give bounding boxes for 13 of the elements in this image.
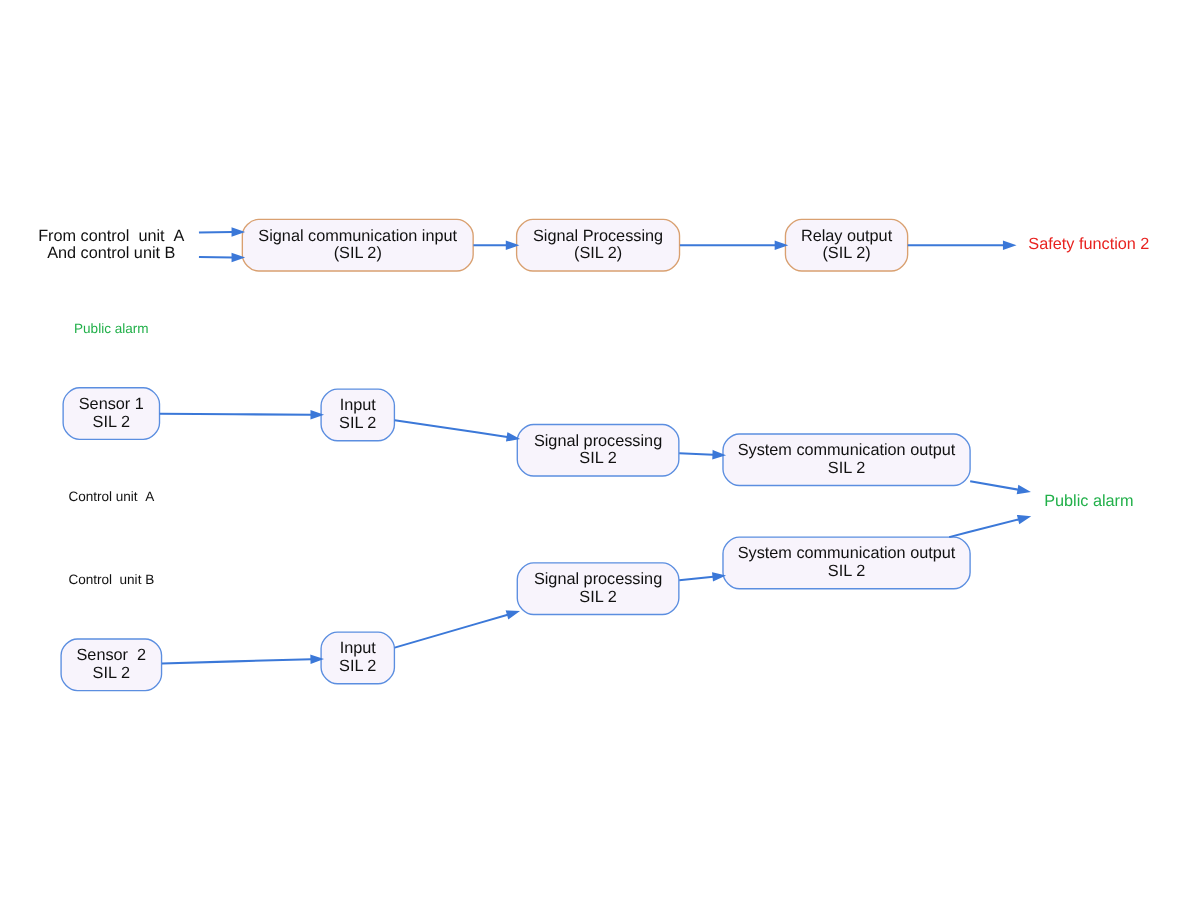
- arrow: [161, 654, 325, 665]
- arrow: [198, 252, 246, 263]
- arrow: [473, 240, 520, 250]
- arrow: [679, 240, 789, 250]
- arrow: [679, 449, 727, 460]
- arrow: [198, 227, 246, 237]
- arrow: [394, 610, 521, 649]
- arrow: [394, 419, 521, 442]
- arrow: [948, 514, 1032, 539]
- arrow: [679, 572, 727, 582]
- arrow: [970, 480, 1031, 495]
- arrow: [907, 240, 1017, 250]
- arrow: [159, 409, 325, 420]
